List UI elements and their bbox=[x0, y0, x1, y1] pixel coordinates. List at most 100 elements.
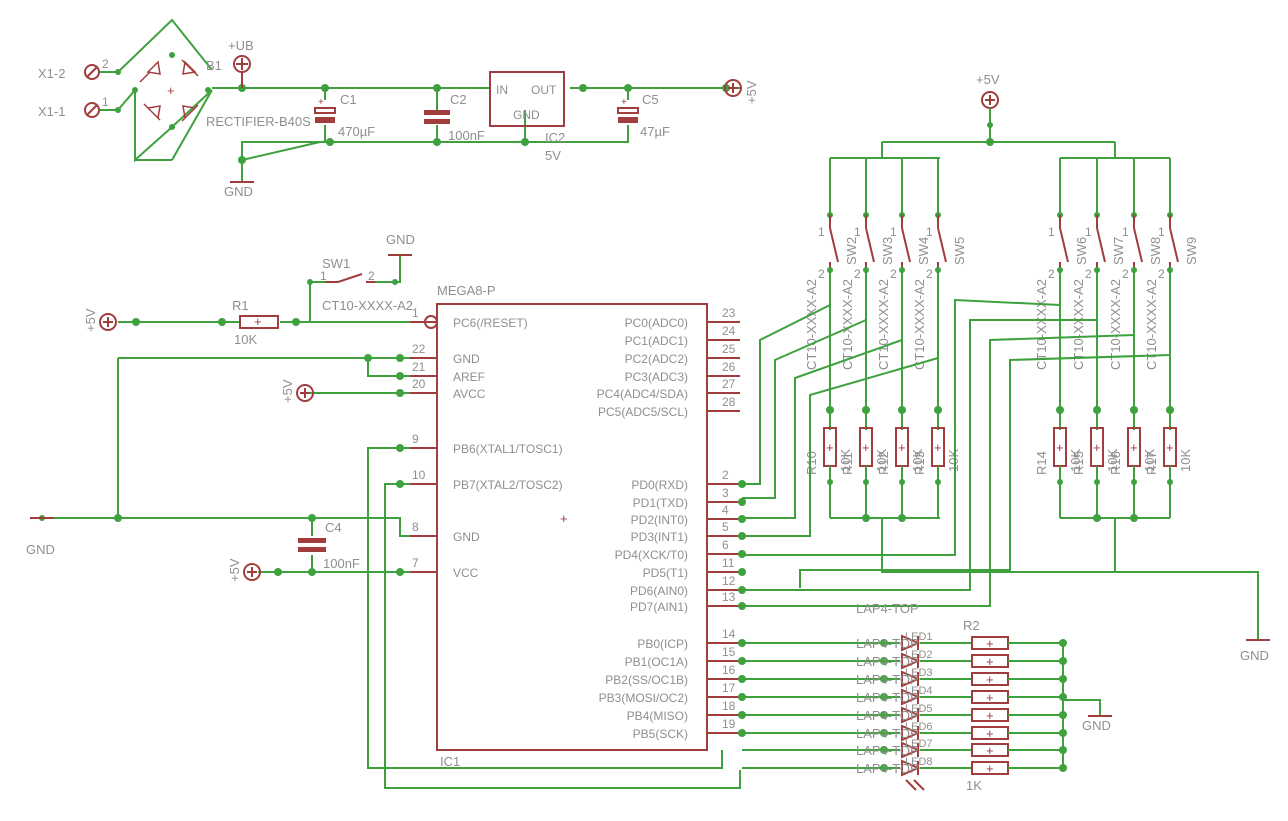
switch-pin1: 1 bbox=[1158, 225, 1165, 239]
mcu-right-pin-name: PC0(ADC0) bbox=[625, 316, 688, 330]
c5-capacitor: + bbox=[617, 97, 639, 123]
led-part-label: LAP4-TOP bbox=[856, 743, 919, 758]
led-symbol bbox=[901, 706, 921, 724]
mcu-right-pin-name: PB0(ICP) bbox=[637, 637, 688, 651]
mcu-left-pin-name: PC6(/RESET) bbox=[453, 316, 528, 330]
led-symbol bbox=[901, 652, 921, 670]
switch-pin2: 2 bbox=[890, 267, 897, 281]
mcu-right-pin-name: PC4(ADC4/SDA) bbox=[597, 387, 688, 401]
sw1-label: SW1 bbox=[322, 256, 350, 271]
led-res-value: 1K bbox=[966, 778, 982, 793]
resistor-value-label: 10K bbox=[838, 449, 853, 472]
ic2-in-label: IN bbox=[496, 83, 508, 97]
ic2-label: IC2 bbox=[545, 130, 565, 145]
switch-part-label: CT10-XXXX-A2 bbox=[1144, 279, 1159, 370]
mcu-right-pin-name: PB3(MOSI/OC2) bbox=[599, 691, 688, 705]
switch-ref-label: SW8 bbox=[1148, 237, 1163, 265]
svg-text:+: + bbox=[254, 314, 262, 329]
switch-junction bbox=[862, 406, 870, 414]
c4-value: 100nF bbox=[323, 556, 360, 571]
mcu-right-pin-num: 11 bbox=[722, 556, 735, 570]
mcu-left-pin-num: 1 bbox=[412, 306, 419, 320]
mcu-left-pin-name: GND bbox=[453, 530, 480, 544]
resistor-ref-label: R12 bbox=[876, 451, 891, 475]
mcu-right-pin-num: 19 bbox=[722, 717, 736, 731]
vcc-out-symbol bbox=[724, 79, 742, 97]
led-resistor-mark: + bbox=[986, 690, 994, 705]
mcu-left-pin-name: GND bbox=[453, 352, 480, 366]
b1-label: B1 bbox=[206, 58, 222, 73]
led-section: LAP4-TOP +LAP4-TOPLED1+LAP4-TOPLED2+LAP4… bbox=[742, 601, 1112, 793]
mcu-right-pin-name: PD0(RXD) bbox=[631, 478, 688, 492]
led-resistor-mark: + bbox=[986, 743, 994, 758]
mcu-right-pin-name: PD1(TXD) bbox=[633, 496, 688, 510]
switch-pin2: 2 bbox=[1122, 267, 1129, 281]
mcu-body bbox=[436, 303, 708, 751]
mcu-right-pin-name: PD4(XCK/T0) bbox=[615, 548, 688, 562]
mcu-left-pin-num: 10 bbox=[412, 468, 426, 482]
switch-junction bbox=[1130, 406, 1138, 414]
led-light-rays bbox=[905, 779, 925, 791]
switches-left: 12CT10-XXXX-A2SW212CT10-XXXX-A2SW312CT10… bbox=[804, 158, 967, 430]
mcu-right-pin-name: PC2(ADC2) bbox=[625, 352, 688, 366]
mcu-right-pin-num: 26 bbox=[722, 360, 736, 374]
x1-1-label: X1-1 bbox=[38, 104, 65, 119]
bridge-rectifier: + bbox=[139, 59, 199, 122]
switch-part-label: CT10-XXXX-A2 bbox=[912, 279, 927, 370]
vcc-reset-label: +5V bbox=[83, 308, 98, 332]
resistor-junction bbox=[1094, 479, 1100, 485]
led-junction bbox=[880, 639, 888, 647]
led-part-label: LAP4-TOP bbox=[856, 636, 919, 651]
switch-contact bbox=[1169, 215, 1179, 270]
mcu-ic1: MEGA8-P IC1 + 1PC6(/RESET)22GND21AREF20A… bbox=[410, 283, 746, 769]
led-symbol bbox=[901, 724, 921, 742]
switch-ref-label: SW7 bbox=[1111, 237, 1126, 265]
mcu-left-pin-num: 8 bbox=[412, 520, 419, 534]
led-part-label: LAP4-TOP bbox=[856, 761, 919, 776]
led-junction bbox=[880, 746, 888, 754]
c2-label: C2 bbox=[450, 92, 467, 107]
mcu-right-pin-num: 13 bbox=[722, 590, 736, 604]
mcu-left-pin-name: AREF bbox=[453, 370, 485, 384]
led-ref-label: LED6 bbox=[905, 721, 933, 733]
mcu-right-pin-name: PC5(ADC5/SCL) bbox=[598, 405, 688, 419]
resistor-value-label: 10K bbox=[946, 449, 961, 472]
resistor-plus-mark: + bbox=[1056, 440, 1064, 455]
x1-2-pin: 2 bbox=[102, 57, 109, 71]
switch-junction bbox=[1166, 406, 1174, 414]
resistor-value-label: 10K bbox=[1142, 449, 1157, 472]
mcu-right-pin-name: PB4(MISO) bbox=[627, 709, 688, 723]
ic2-out-label: OUT bbox=[531, 83, 557, 97]
led-symbol bbox=[901, 759, 921, 777]
led-junction bbox=[880, 657, 888, 665]
led-resistor-mark: + bbox=[986, 654, 994, 669]
led-part-label: LAP4-TOP bbox=[856, 601, 919, 616]
resistor-junction bbox=[827, 479, 833, 485]
mcu-left-pin-num: 20 bbox=[412, 377, 426, 391]
led-junction bbox=[880, 693, 888, 701]
mcu-pin-junction bbox=[738, 568, 746, 576]
c2-value: 100nF bbox=[448, 128, 485, 143]
switch-contact bbox=[1133, 215, 1143, 270]
switch-contact bbox=[829, 215, 839, 270]
c1-capacitor: + bbox=[314, 97, 336, 123]
led-ref-label: LED4 bbox=[905, 685, 933, 697]
switch-part-label: CT10-XXXX-A2 bbox=[804, 279, 819, 370]
led-resistor-mark: + bbox=[986, 672, 994, 687]
mcu-right-pin-num: 12 bbox=[722, 574, 736, 588]
avcc-label: +5V bbox=[280, 379, 295, 403]
c1-label: C1 bbox=[340, 92, 357, 107]
led-ref-label: LED7 bbox=[905, 738, 933, 750]
sw1-value: CT10-XXXX-A2 bbox=[322, 298, 413, 313]
ub-label: +UB bbox=[228, 38, 254, 53]
mcu-right-pin-num: 23 bbox=[722, 306, 736, 320]
mcu-pin-junction bbox=[738, 498, 746, 506]
switch-ref-label: SW3 bbox=[880, 237, 895, 265]
switch-junction bbox=[898, 406, 906, 414]
mcu-right-pin-name: PD2(INT0) bbox=[631, 513, 688, 527]
mcu-left-pin-num: 21 bbox=[412, 360, 426, 374]
gnd-left-label: GND bbox=[26, 542, 55, 557]
switch-pin1: 1 bbox=[1122, 225, 1129, 239]
switch-junction bbox=[1093, 406, 1101, 414]
